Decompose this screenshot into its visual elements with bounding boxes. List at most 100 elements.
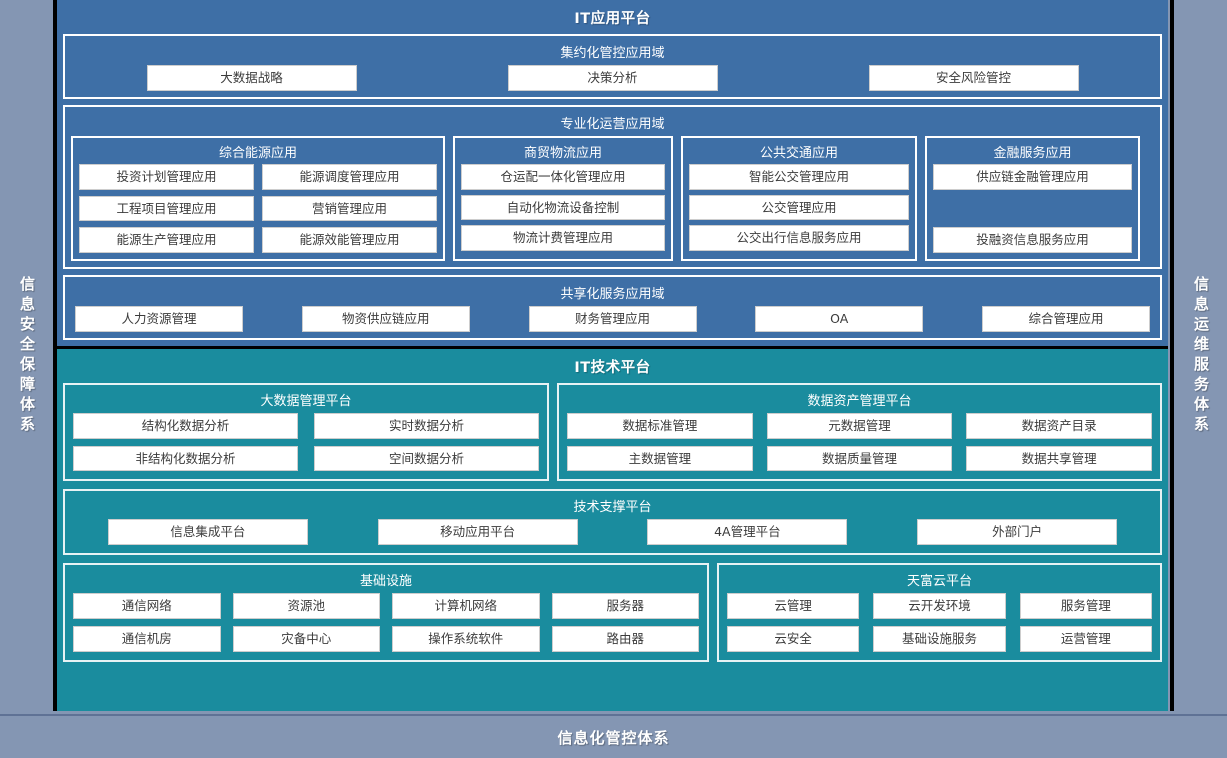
box-technical-support-platform: 技术支撑平台 信息集成平台 移动应用平台 4A管理平台 外部门户 — [63, 489, 1162, 555]
tech-chip[interactable]: 外部门户 — [917, 519, 1118, 545]
tech-chip[interactable]: 数据标准管理 — [567, 412, 753, 439]
tech-chip[interactable]: 数据共享管理 — [966, 445, 1152, 472]
app-chip[interactable]: 智能公交管理应用 — [689, 163, 909, 190]
it-application-platform-title: IT应用平台 — [574, 11, 651, 27]
box-tianfu-cloud-platform: 天富云平台 云管理 云开发环境 服务管理 云安全 基础设施服务 运营管理 — [717, 563, 1162, 662]
app-chip[interactable]: OA — [755, 306, 924, 332]
tech-row-support: 技术支撑平台 信息集成平台 移动应用平台 4A管理平台 外部门户 — [63, 489, 1162, 555]
app-chip[interactable]: 投融资信息服务应用 — [933, 227, 1132, 253]
tech-chip[interactable]: 信息集成平台 — [107, 519, 308, 545]
app-chip[interactable]: 能源生产管理应用 — [79, 227, 254, 253]
tech-chip[interactable]: 数据资产目录 — [966, 412, 1152, 439]
domain-shared-services-items: 人力资源管理 物资供应链应用 财务管理应用 OA 综合管理应用 — [71, 306, 1154, 332]
box-technical-support-platform-title: 技术支撑平台 — [573, 500, 652, 516]
tech-chip[interactable]: 操作系统软件 — [392, 625, 540, 652]
app-chip[interactable]: 营销管理应用 — [262, 195, 437, 222]
group-trade-logistics-title: 商贸物流应用 — [523, 145, 602, 161]
app-chip[interactable]: 能源调度管理应用 — [262, 163, 437, 190]
box-bigdata-platform: 大数据管理平台 结构化数据分析 实时数据分析 非结构化数据分析 空间数据分析 — [63, 382, 549, 482]
app-chip[interactable]: 仓运配一体化管理应用 — [461, 163, 665, 190]
group-integrated-energy: 综合能源应用 投资计划管理应用 能源调度管理应用 工程项目管理应用 营销管理应用… — [71, 135, 445, 261]
app-chip[interactable]: 物流计费管理应用 — [461, 225, 665, 251]
tech-chip[interactable]: 服务器 — [551, 593, 699, 619]
app-chip[interactable]: 能源效能管理应用 — [262, 227, 437, 253]
group-financial-services-title: 金融服务应用 — [993, 145, 1072, 161]
tech-chip[interactable]: 4A管理平台 — [647, 519, 848, 545]
app-chip[interactable]: 投资计划管理应用 — [79, 163, 254, 190]
app-chip[interactable]: 大数据战略 — [146, 65, 357, 91]
right-vertical-bar-it-operations: 信息运维服务体系 — [1170, 0, 1227, 711]
domain-shared-services-title: 共享化服务应用域 — [560, 287, 665, 302]
app-chip[interactable]: 决策分析 — [507, 65, 718, 91]
domain-intensive-management-title: 集约化管控应用域 — [560, 46, 665, 61]
tech-chip[interactable]: 资源池 — [232, 593, 380, 619]
group-financial-services: 金融服务应用 供应链金融管理应用 投融资信息服务应用 — [925, 135, 1140, 261]
box-infrastructure: 基础设施 通信网络 资源池 计算机网络 服务器 通信机房 灾备中心 操作系统软件… — [63, 563, 709, 662]
group-trade-logistics: 商贸物流应用 仓运配一体化管理应用 自动化物流设备控制 物流计费管理应用 — [453, 135, 673, 261]
tech-chip[interactable]: 路由器 — [551, 625, 699, 652]
tech-chip[interactable]: 通信机房 — [73, 625, 221, 652]
tech-chip[interactable]: 服务管理 — [1019, 593, 1152, 619]
tech-chip[interactable]: 非结构化数据分析 — [73, 445, 298, 472]
domain-shared-services: 共享化服务应用域 人力资源管理 物资供应链应用 财务管理应用 OA 综合管理应用 — [63, 275, 1162, 340]
it-technology-platform-title: IT技术平台 — [574, 359, 651, 376]
domain-professional-operations: 专业化运营应用域 综合能源应用 投资计划管理应用 能源调度管理应用 工程项目管理… — [63, 104, 1162, 269]
right-vertical-bar-label: 信息运维服务体系 — [1192, 275, 1210, 436]
group-integrated-energy-items: 投资计划管理应用 能源调度管理应用 工程项目管理应用 营销管理应用 能源生产管理… — [79, 163, 437, 253]
box-technical-support-platform-items: 信息集成平台 移动应用平台 4A管理平台 外部门户 — [73, 519, 1152, 545]
box-bigdata-platform-title: 大数据管理平台 — [260, 393, 352, 409]
left-vertical-bar-information-security: 信息安全保障体系 — [0, 0, 57, 711]
app-chip[interactable]: 财务管理应用 — [528, 306, 697, 332]
group-financial-services-items: 供应链金融管理应用 投融资信息服务应用 — [933, 163, 1132, 253]
bottom-bar-label: 信息化管控体系 — [557, 728, 670, 747]
box-tianfu-cloud-platform-title: 天富云平台 — [906, 574, 972, 589]
box-data-asset-platform-items: 数据标准管理 元数据管理 数据资产目录 主数据管理 数据质量管理 数据共享管理 — [567, 412, 1152, 472]
center-column: IT应用平台 集约化管控应用域 大数据战略 决策分析 安全风险管控 专业化运营应… — [57, 0, 1168, 711]
box-data-asset-platform-title: 数据资产管理平台 — [807, 393, 912, 409]
group-integrated-energy-title: 综合能源应用 — [218, 145, 297, 161]
domain-intensive-management-items: 大数据战略 决策分析 安全风险管控 — [71, 65, 1154, 91]
domain-intensive-management: 集约化管控应用域 大数据战略 决策分析 安全风险管控 — [63, 34, 1162, 99]
tech-row-infrastructure: 基础设施 通信网络 资源池 计算机网络 服务器 通信机房 灾备中心 操作系统软件… — [63, 563, 1162, 662]
group-public-transit: 公共交通应用 智能公交管理应用 公交管理应用 公交出行信息服务应用 — [681, 135, 917, 261]
domain-professional-operations-title: 专业化运营应用域 — [560, 116, 665, 132]
app-chip[interactable]: 公交管理应用 — [689, 194, 909, 221]
it-technology-platform: IT技术平台 大数据管理平台 结构化数据分析 实时数据分析 非结构化数据分析 空… — [57, 348, 1168, 711]
app-chip[interactable]: 安全风险管控 — [868, 65, 1079, 91]
tech-chip[interactable]: 主数据管理 — [567, 445, 753, 472]
tech-chip[interactable]: 数据质量管理 — [766, 445, 953, 472]
tech-chip[interactable]: 云安全 — [727, 625, 860, 652]
tech-chip[interactable]: 运营管理 — [1019, 625, 1152, 652]
box-tianfu-cloud-platform-items: 云管理 云开发环境 服务管理 云安全 基础设施服务 运营管理 — [727, 593, 1152, 652]
app-chip[interactable]: 工程项目管理应用 — [79, 195, 254, 222]
tech-chip[interactable]: 元数据管理 — [766, 412, 953, 439]
tech-chip[interactable]: 基础设施服务 — [873, 625, 1006, 652]
box-bigdata-platform-items: 结构化数据分析 实时数据分析 非结构化数据分析 空间数据分析 — [73, 412, 539, 472]
tech-chip[interactable]: 移动应用平台 — [377, 519, 578, 545]
box-infrastructure-items: 通信网络 资源池 计算机网络 服务器 通信机房 灾备中心 操作系统软件 路由器 — [73, 593, 699, 652]
tech-chip[interactable]: 通信网络 — [73, 593, 221, 619]
group-public-transit-items: 智能公交管理应用 公交管理应用 公交出行信息服务应用 — [689, 163, 909, 253]
domain-professional-operations-groups: 综合能源应用 投资计划管理应用 能源调度管理应用 工程项目管理应用 营销管理应用… — [71, 135, 1154, 261]
tech-chip[interactable]: 实时数据分析 — [314, 412, 539, 439]
tech-chip[interactable]: 计算机网络 — [392, 593, 540, 619]
it-application-platform: IT应用平台 集约化管控应用域 大数据战略 决策分析 安全风险管控 专业化运营应… — [57, 0, 1168, 349]
app-chip[interactable]: 公交出行信息服务应用 — [689, 225, 909, 251]
app-chip[interactable]: 人力资源管理 — [75, 306, 243, 332]
box-data-asset-platform: 数据资产管理平台 数据标准管理 元数据管理 数据资产目录 主数据管理 数据质量管… — [557, 382, 1162, 482]
group-public-transit-title: 公共交通应用 — [759, 145, 838, 161]
box-infrastructure-title: 基础设施 — [359, 574, 412, 589]
tech-chip[interactable]: 结构化数据分析 — [73, 412, 298, 439]
tech-chip[interactable]: 空间数据分析 — [314, 445, 539, 472]
tech-chip[interactable]: 灾备中心 — [232, 625, 380, 652]
app-chip[interactable]: 供应链金融管理应用 — [933, 163, 1132, 190]
group-trade-logistics-items: 仓运配一体化管理应用 自动化物流设备控制 物流计费管理应用 — [461, 163, 665, 253]
tech-chip[interactable]: 云开发环境 — [873, 593, 1006, 619]
bottom-bar-informatization-governance: 信息化管控体系 — [0, 714, 1227, 758]
app-chip[interactable]: 自动化物流设备控制 — [461, 194, 665, 221]
group-financial-services-spacer — [933, 195, 1132, 223]
app-chip[interactable]: 物资供应链应用 — [301, 306, 470, 332]
tech-chip[interactable]: 云管理 — [727, 593, 860, 619]
app-chip[interactable]: 综合管理应用 — [982, 306, 1150, 332]
left-vertical-bar-label: 信息安全保障体系 — [18, 275, 36, 436]
